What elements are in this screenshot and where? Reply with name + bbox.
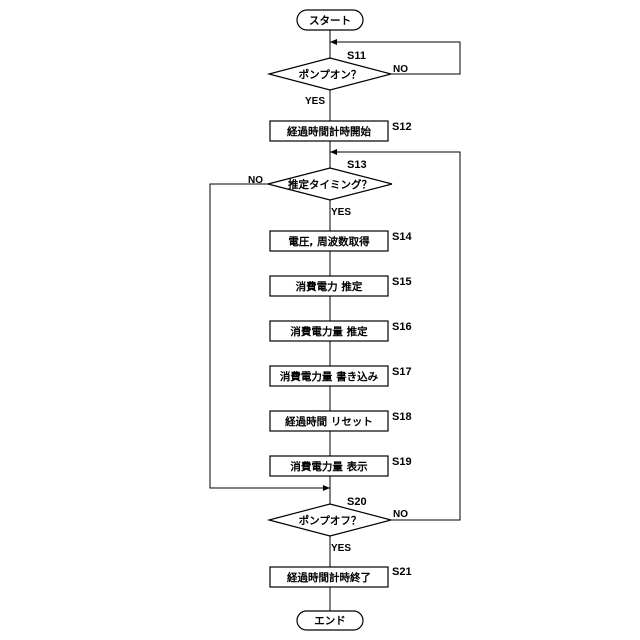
arrow-s11-loop [330, 39, 337, 45]
s13-yes-label: YES [331, 207, 351, 218]
step-id-s21: S21 [392, 566, 412, 578]
step-id-s12: S12 [392, 121, 412, 133]
end-label: エンド [314, 615, 346, 627]
s20-yes-label: YES [331, 543, 351, 554]
step-id-s13: S13 [347, 159, 367, 171]
decision-pump-off-label: ポンプオフ？ [299, 514, 362, 527]
s11-no-label: NO [393, 64, 408, 75]
arrow-s20-loop [330, 149, 337, 155]
process-elapsed-timer-start-label: 経過時間計時開始 [287, 125, 371, 138]
process-elapsed-timer-end-label: 経過時間計時終了 [287, 571, 371, 584]
process-write-energy-label: 消費電力量 書き込み [280, 370, 379, 383]
step-id-s14: S14 [392, 231, 412, 243]
step-id-s20: S20 [347, 496, 367, 508]
step-id-s19: S19 [392, 456, 412, 468]
start-label: スタート [309, 15, 351, 27]
process-reset-elapsed-time-label: 経過時間 リセット [285, 415, 373, 428]
step-id-s15: S15 [392, 276, 412, 288]
process-estimate-energy-label: 消費電力量 推定 [290, 325, 368, 338]
arrow-s13-bypass [323, 485, 330, 491]
process-acquire-voltage-frequency-label: 電圧, 周波数取得 [288, 235, 370, 248]
s11-yes-label: YES [305, 96, 325, 107]
step-id-s18: S18 [392, 411, 412, 423]
step-id-s17: S17 [392, 366, 412, 378]
process-display-energy-label: 消費電力量 表示 [290, 460, 368, 473]
step-id-s11: S11 [347, 50, 366, 62]
decision-estimate-timing-label: 推定タイミング？ [288, 178, 372, 191]
decision-pump-on-label: ポンプオン？ [299, 68, 362, 81]
step-id-s16: S16 [392, 321, 412, 333]
s20-no-label: NO [393, 509, 408, 520]
process-estimate-power-label: 消費電力 推定 [296, 280, 363, 293]
